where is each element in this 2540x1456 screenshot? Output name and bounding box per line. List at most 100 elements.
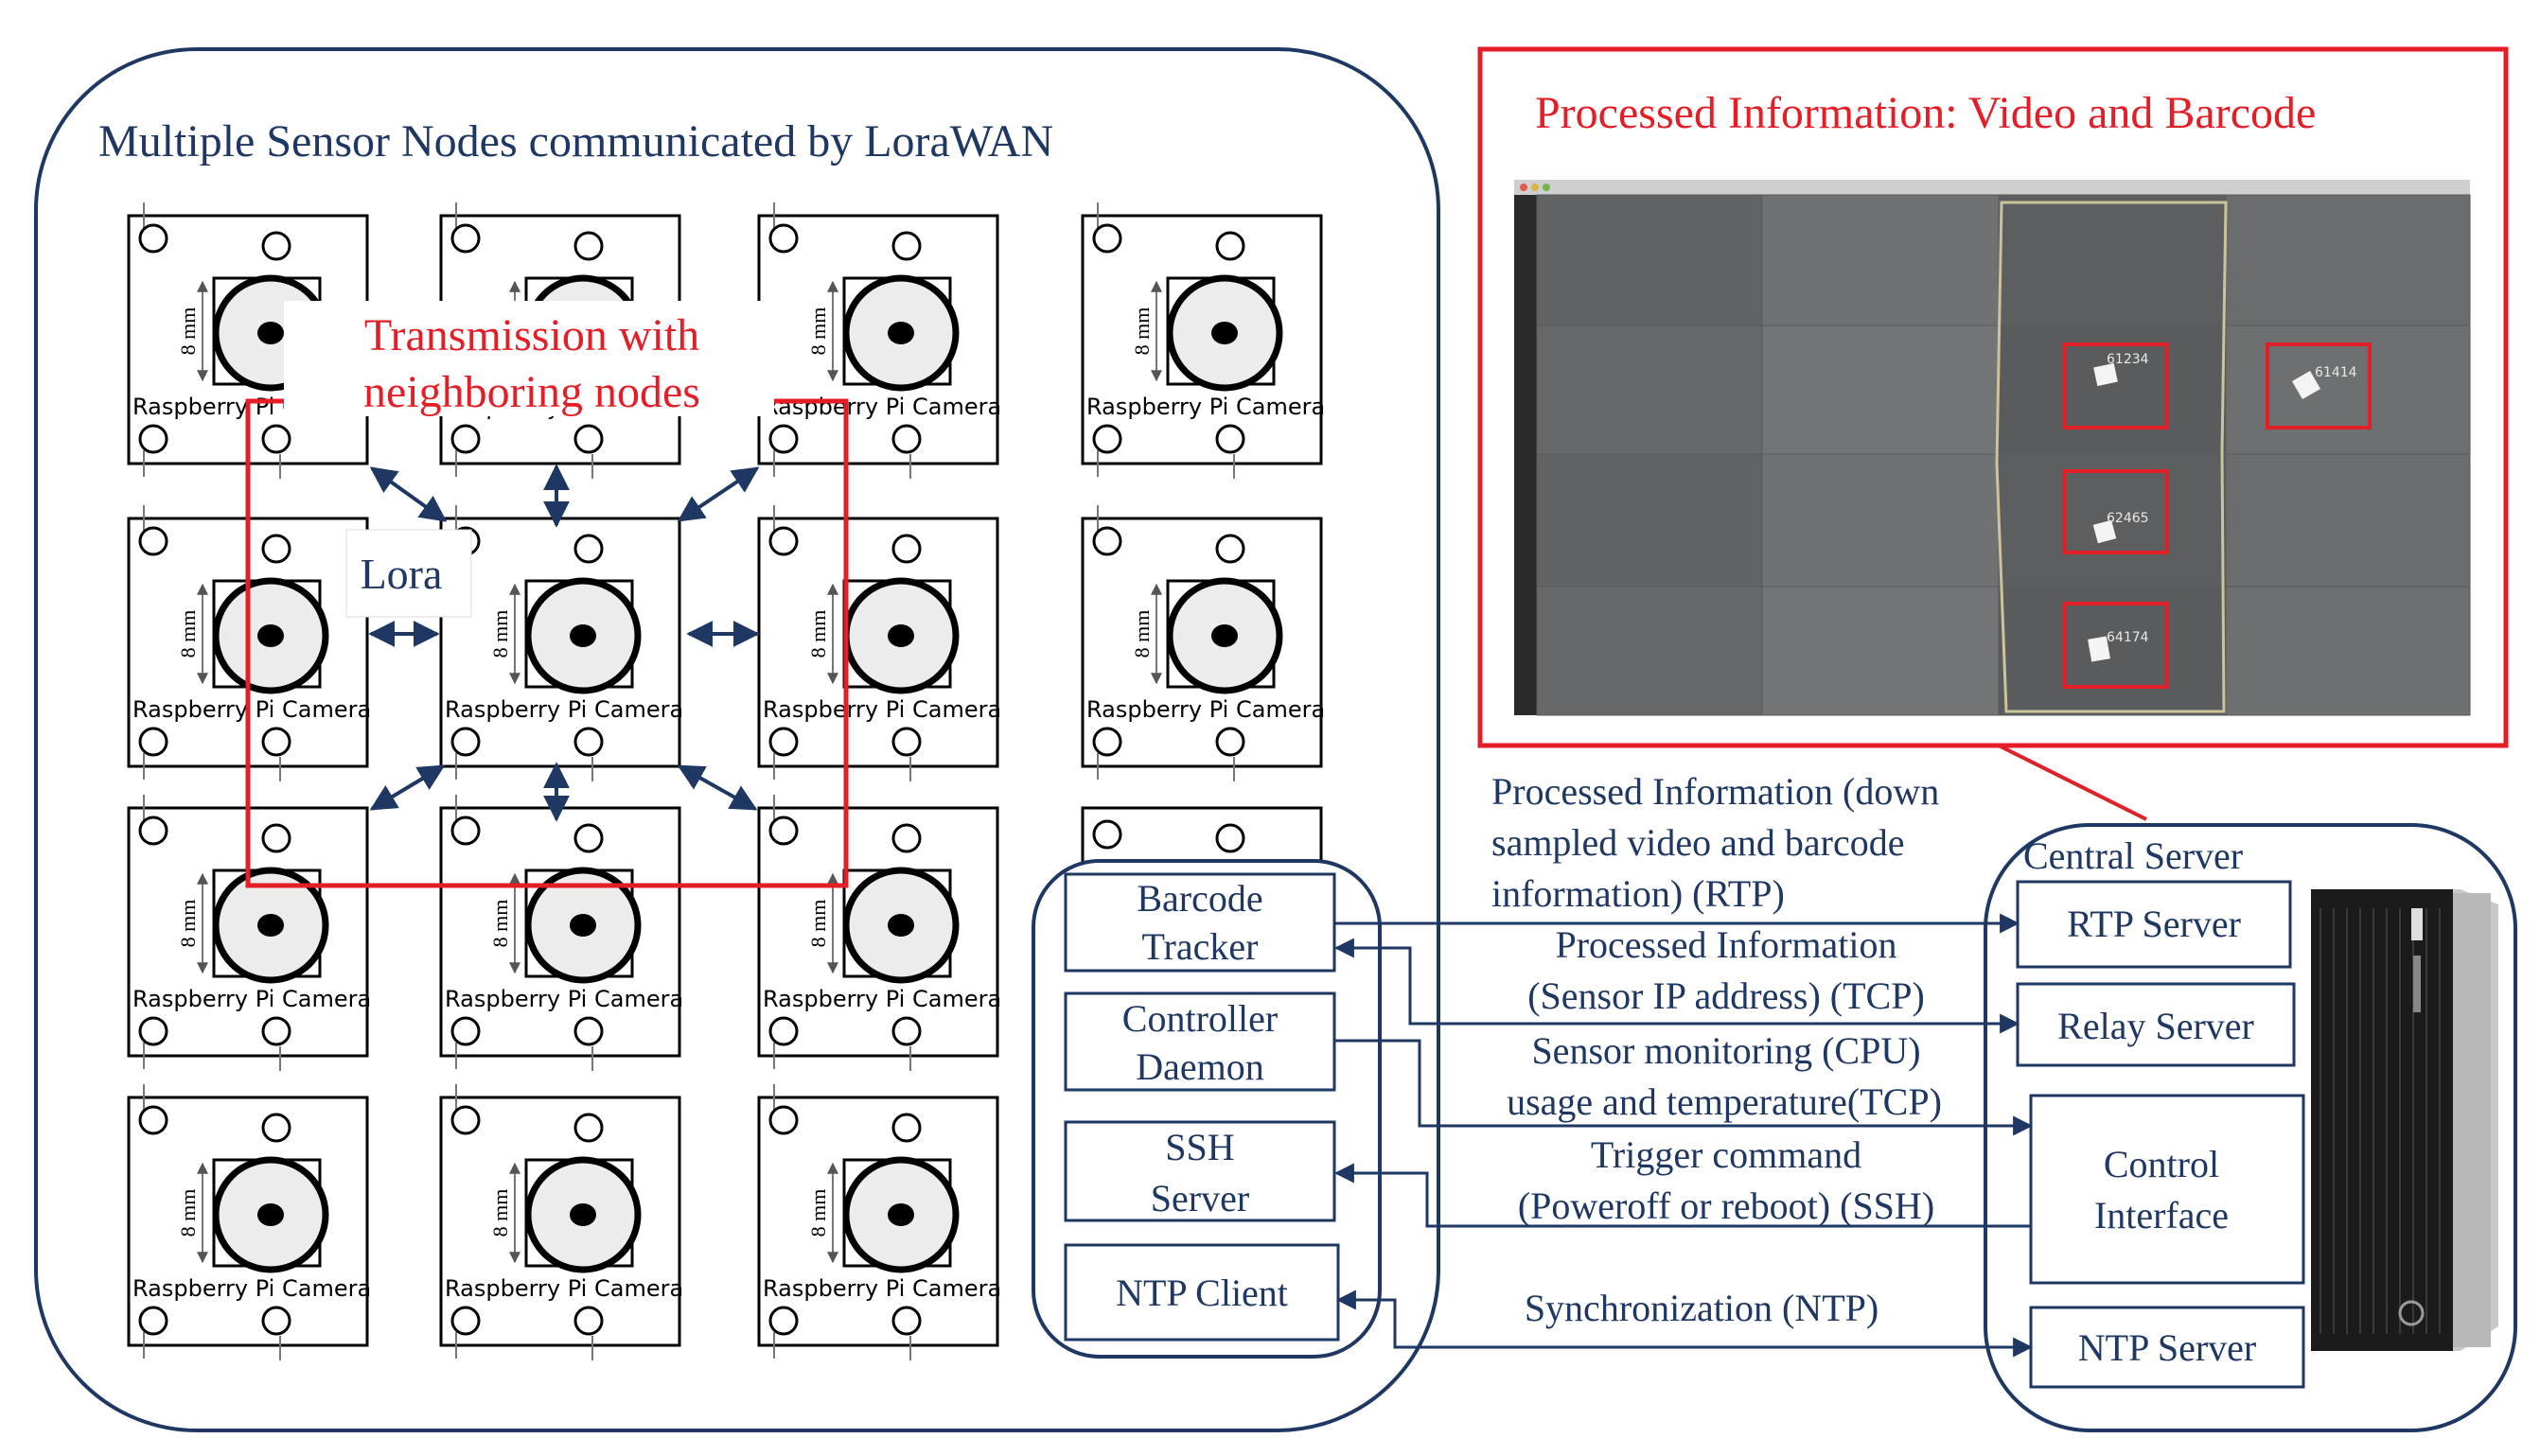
mount-hole [573,1113,604,1143]
dimension-label: 8 mm [806,1189,830,1237]
ntp-server-box [2029,1306,2305,1389]
mount-hole [261,1016,291,1046]
link-label: information) (RTP) [1491,872,1785,915]
barcode-box [2063,342,2169,430]
control-interface-box [2029,1094,2305,1285]
sensor-node: 8 mm Raspberry Pi Camera [439,795,683,1071]
lora-label-bg [345,529,472,618]
mount-hole [1215,727,1245,757]
server-tower-icon [2311,889,2498,1351]
relay-server-box [2016,982,2296,1067]
mount-hole [450,1306,481,1336]
mount-hole [1215,823,1245,853]
mount-hole [450,223,481,254]
sensor-node: 8 mm Raspberry Pi Camera [757,505,1001,781]
sensor-network-container [34,47,1440,1432]
node-label: Raspberry Pi Camera [1086,394,1325,420]
service-label: Server [1151,1177,1249,1219]
node-label: Raspberry Pi Camera [763,1275,1001,1302]
link-label: Sensor monitoring (CPU) [1531,1029,1920,1072]
lora-arrow [369,764,446,811]
mount-hole [573,823,604,853]
dimension-label: 8 mm [488,610,512,658]
service-box-barcode-tracker [1064,872,1336,973]
dimension-label: 8 mm [176,610,200,658]
dimension-label: 8 mm [176,900,200,948]
mount-hole [768,727,799,757]
node-label: Raspberry Pi Camera [763,986,1001,1012]
node-label: Raspberry Pi Camera [445,986,683,1012]
mount-hole [573,424,604,454]
service-label: Tracker [1142,925,1259,968]
mount-hole [138,1306,168,1336]
node-label: Raspberry Pi Camera [763,696,1001,723]
mount-hole [138,1016,168,1046]
transmission-label-bg [284,301,774,416]
mount-hole [768,1105,799,1135]
mount-hole [261,231,291,261]
lens-center [257,914,284,937]
lens-center [1211,322,1238,344]
lens-center [1211,624,1238,647]
mount-hole [1215,231,1245,261]
node-label: Raspberry Pi Camera [445,1275,683,1302]
dimension-label: 8 mm [488,900,512,948]
lora-arrow [369,466,448,522]
node-label: Raspberry Pi Camera [445,696,683,723]
mount-hole [891,1113,922,1143]
lora-arrow [677,764,758,811]
link-label: Processed Information (down [1491,770,1939,813]
mount-hole [261,727,291,757]
lora-arrows [368,464,760,822]
mount-hole [450,727,481,757]
barcode-marker [2092,519,2117,544]
barcode-marker [2291,370,2321,400]
link-label: Processed Information [1555,923,1896,966]
transmission-label: Transmission with [364,310,699,360]
dimension-label: 8 mm [806,610,830,658]
barcode-box [2063,602,2169,689]
processed-panel-title: Processed Information: Video and Barcode [1535,88,2316,138]
mount-hole [1092,819,1122,850]
lens-center [570,624,596,647]
link-label: (Poweroff or reboot) (SSH) [1518,1184,1934,1227]
node-services-container [1032,859,1382,1359]
mount-hole [573,727,604,757]
mount-hole [768,424,799,454]
mount-hole [1092,727,1122,757]
lens-center [257,1203,284,1226]
mount-hole [138,727,168,757]
mount-hole [1092,223,1122,254]
mount-hole [573,1306,604,1336]
dimension-label: 8 mm [176,1189,200,1237]
central-server-title: Central Server [2023,834,2243,877]
link-trigger [1333,1163,2031,1228]
link-labels: Processed Information (down sampled vide… [1491,770,1942,1329]
transmission-label: neighboring nodes [363,367,700,417]
link-tcp-relay [1333,938,2020,1034]
sensor-node: 8 mm Raspberry Pi Camera [757,1084,1001,1360]
mount-hole [768,223,799,254]
mount-hole [261,534,291,564]
mount-hole [450,816,481,846]
sensor-node: 8 mm Raspberry Pi Camera [439,505,683,781]
lens-center [888,1203,914,1226]
barcode-marker [2088,636,2110,662]
dimension-label: 8 mm [1130,610,1154,658]
mount-hole [450,1105,481,1135]
service-box-ssh-server [1064,1120,1336,1222]
mount-hole [573,231,604,261]
service-box-ntp-client [1064,1243,1340,1342]
lens-center [570,1203,596,1226]
barcode-id: 61414 [2315,365,2357,380]
component-label: NTP Server [2078,1326,2256,1369]
node-label: Raspberry Pi Camera [132,696,371,723]
mount-hole [891,1016,922,1046]
